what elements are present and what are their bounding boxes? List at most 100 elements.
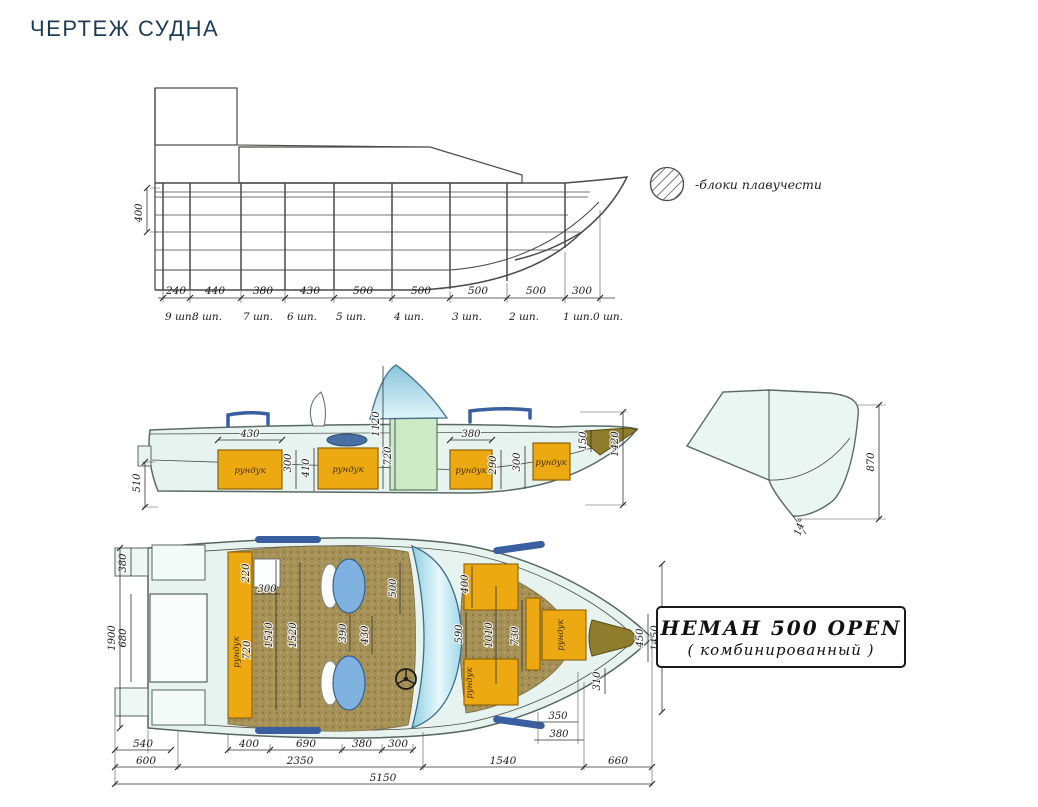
storage-box: [217, 449, 283, 490]
dim-label: 380: [253, 285, 273, 297]
storage-strip-left: [227, 551, 253, 719]
grab-rails-plan: [255, 536, 545, 734]
model-variant: ( комбинированный ): [687, 640, 875, 659]
swim-tab: [114, 687, 149, 717]
storage-label: рундук: [465, 666, 475, 698]
storage-strip-bow: [525, 597, 541, 671]
dim-label: 1120: [371, 411, 382, 437]
dim-label: 400: [134, 203, 145, 224]
dim-label: 730: [510, 626, 521, 646]
dim-label: 240: [165, 285, 186, 297]
dim-label: 300: [283, 453, 294, 473]
storage-label: рундук: [232, 635, 242, 667]
rub-rail-line: [149, 431, 586, 435]
frame-label: 0 шп.: [593, 311, 623, 323]
transom-outline: [685, 389, 860, 517]
dim-label: 540: [133, 738, 153, 750]
steering-wheel-side: [326, 433, 368, 447]
handrail-aft: [226, 410, 270, 428]
transom-detail-view: 14° 870: [685, 389, 886, 538]
dim-label: 500: [388, 578, 399, 598]
dim-label: 300: [572, 285, 592, 297]
seat-front: [320, 558, 366, 614]
storage-box-bow: [541, 609, 587, 661]
plan-view: рундук рундук рундук 380: [106, 536, 666, 788]
dim-label: 500: [353, 285, 373, 297]
dim-label: 1520: [288, 622, 299, 648]
storage-box: [463, 563, 519, 611]
side-dimensions: 430 1120 720 300 410 380 290 300 150 142…: [131, 366, 627, 511]
storage-label: рундук: [556, 618, 566, 650]
frame-label: 4 шп.: [393, 311, 424, 323]
dim-label: 430: [299, 285, 320, 297]
frame-label: 7 шп.: [243, 311, 273, 323]
storage-label: рундук: [332, 465, 364, 475]
dim-label: 380: [352, 738, 372, 750]
dim-label: 380: [549, 729, 569, 740]
storage-box: [463, 658, 519, 706]
frame-label: 6 шп.: [287, 311, 317, 323]
cockpit-floor: [227, 545, 416, 732]
dim-label: 720: [242, 640, 253, 660]
frame-label: 9 шп.: [165, 311, 195, 323]
dim-label: 300: [512, 452, 523, 472]
dim-label: 2350: [286, 755, 314, 767]
swim-tab: [114, 547, 149, 577]
storage-label: рундук: [455, 466, 487, 476]
dim-label: 310: [592, 671, 603, 691]
console-panel: [389, 417, 438, 491]
dim-label: 1420: [610, 431, 621, 457]
storage-label: рундук: [234, 466, 266, 476]
dim-label: 690: [296, 738, 316, 750]
plan-storage: рундук рундук рундук: [227, 551, 587, 719]
dim-label: 500: [468, 285, 488, 297]
dim-label: 590: [454, 624, 465, 644]
dim-label: 500: [526, 285, 546, 297]
side-elevation-view: рундук рундук рундук рундук 430 1120 720…: [131, 364, 639, 511]
dim-label: 510: [132, 473, 143, 493]
dim-label: 400: [460, 574, 471, 595]
dim-label: 220: [241, 563, 252, 584]
dim-label: 380: [461, 429, 481, 440]
dim-label: 440: [204, 285, 225, 297]
angle-leader: [792, 515, 807, 535]
windshield-side: [369, 364, 449, 420]
dim-label: 1010: [484, 622, 495, 648]
legend-label: -блоки плавучести: [695, 176, 822, 192]
storage-label: рундук: [535, 458, 567, 468]
frame-label: 5 шп.: [336, 311, 366, 323]
frame-label: 3 шп.: [452, 311, 482, 323]
dim-label: 300: [257, 584, 277, 595]
keel-line: [155, 231, 583, 291]
frame-lines: [162, 183, 566, 290]
dim-label: 5150: [370, 772, 397, 784]
model-name: НЕМАН 500 OPEN: [660, 615, 902, 640]
frame-label: 8 шп.: [192, 311, 222, 323]
dim-label: 290: [488, 455, 499, 476]
dim-label: 350: [548, 711, 568, 722]
sheer-line: [155, 176, 629, 261]
frame-label: 1 шп.: [563, 311, 593, 323]
dim-label: 410: [301, 458, 312, 479]
bow-hatch-plan: [588, 619, 636, 657]
angle-label: 14°: [792, 517, 808, 537]
steering-wheel-icon: [395, 668, 417, 690]
seat-front: [320, 655, 366, 711]
stringers: [155, 191, 590, 251]
stern-locker: [151, 544, 206, 581]
dim-label: 720: [383, 446, 394, 466]
bow-hatch: [584, 427, 639, 456]
dim-label: 150: [578, 431, 589, 451]
dim-label: 1540: [490, 755, 517, 767]
structural-dimensions: 400 240 440 380 430 500 500 500 500 300 …: [133, 184, 623, 323]
page-title: ЧЕРТЕЖ СУДНА: [30, 16, 220, 41]
hull-structure: [154, 87, 629, 291]
dim-label: 600: [136, 755, 156, 767]
storage-box: [449, 449, 493, 490]
handrail-bow: [468, 406, 532, 424]
dim-label: 430: [239, 429, 260, 440]
seat-cushion: [332, 655, 366, 711]
buoyancy-block-icon: [649, 166, 685, 202]
dim-label: 400: [238, 738, 259, 750]
